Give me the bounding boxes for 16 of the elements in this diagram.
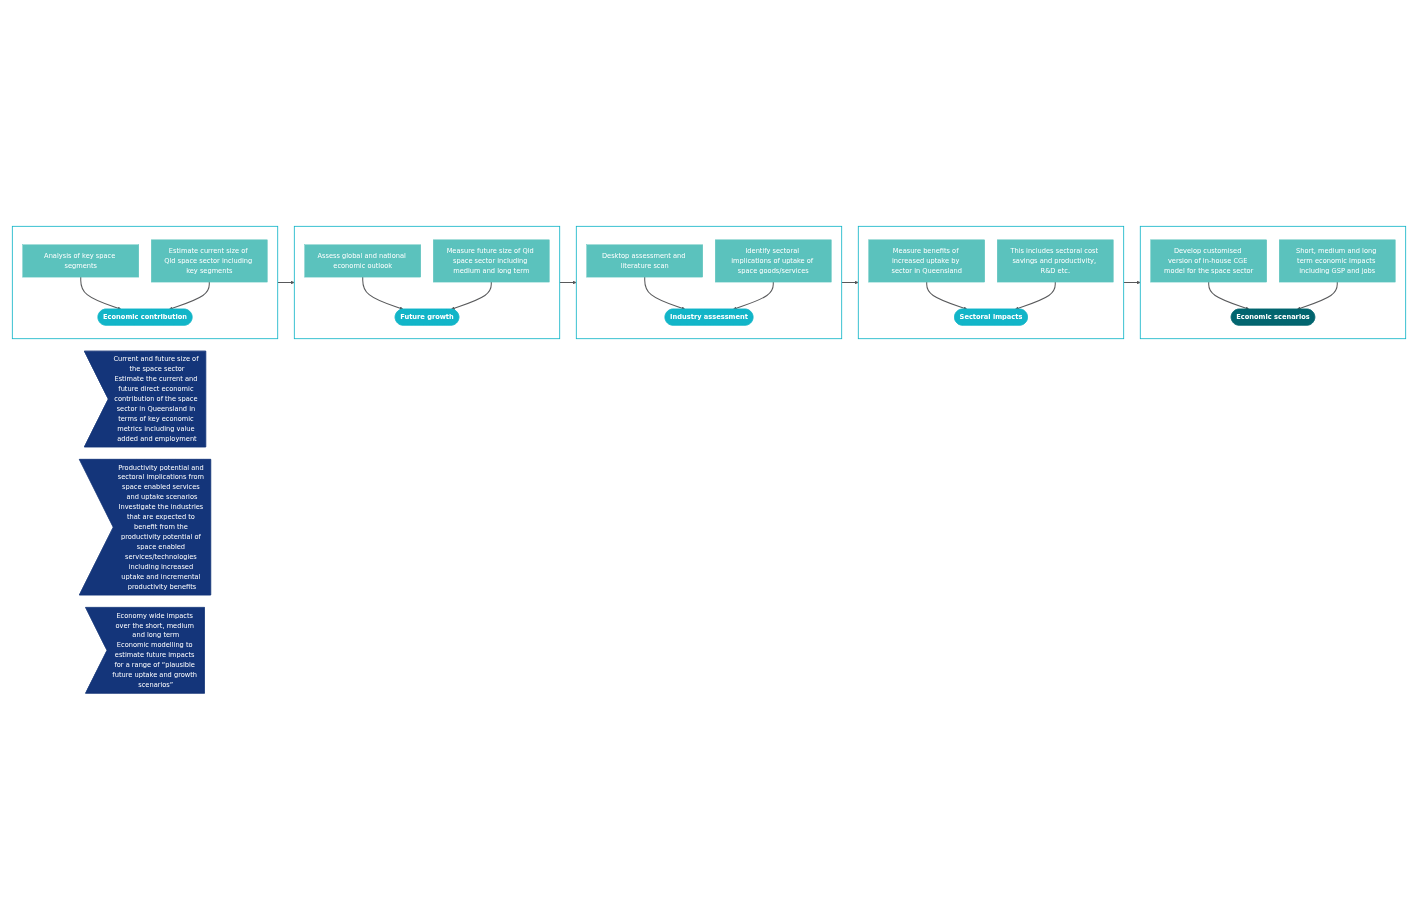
cluster <box>1139 226 1406 340</box>
cluster <box>11 226 278 340</box>
cluster <box>857 226 1124 340</box>
arrow <box>925 281 967 311</box>
arrow <box>1014 281 1056 311</box>
cluster <box>575 226 842 340</box>
arrow <box>643 276 685 311</box>
arrow <box>450 281 492 311</box>
arrow <box>1122 280 1140 285</box>
arrow <box>361 276 403 311</box>
cluster <box>293 226 560 340</box>
arrow <box>558 280 576 285</box>
arrow <box>840 280 858 285</box>
arrow <box>276 280 294 285</box>
arrow <box>1207 281 1249 311</box>
arrow <box>79 276 121 311</box>
